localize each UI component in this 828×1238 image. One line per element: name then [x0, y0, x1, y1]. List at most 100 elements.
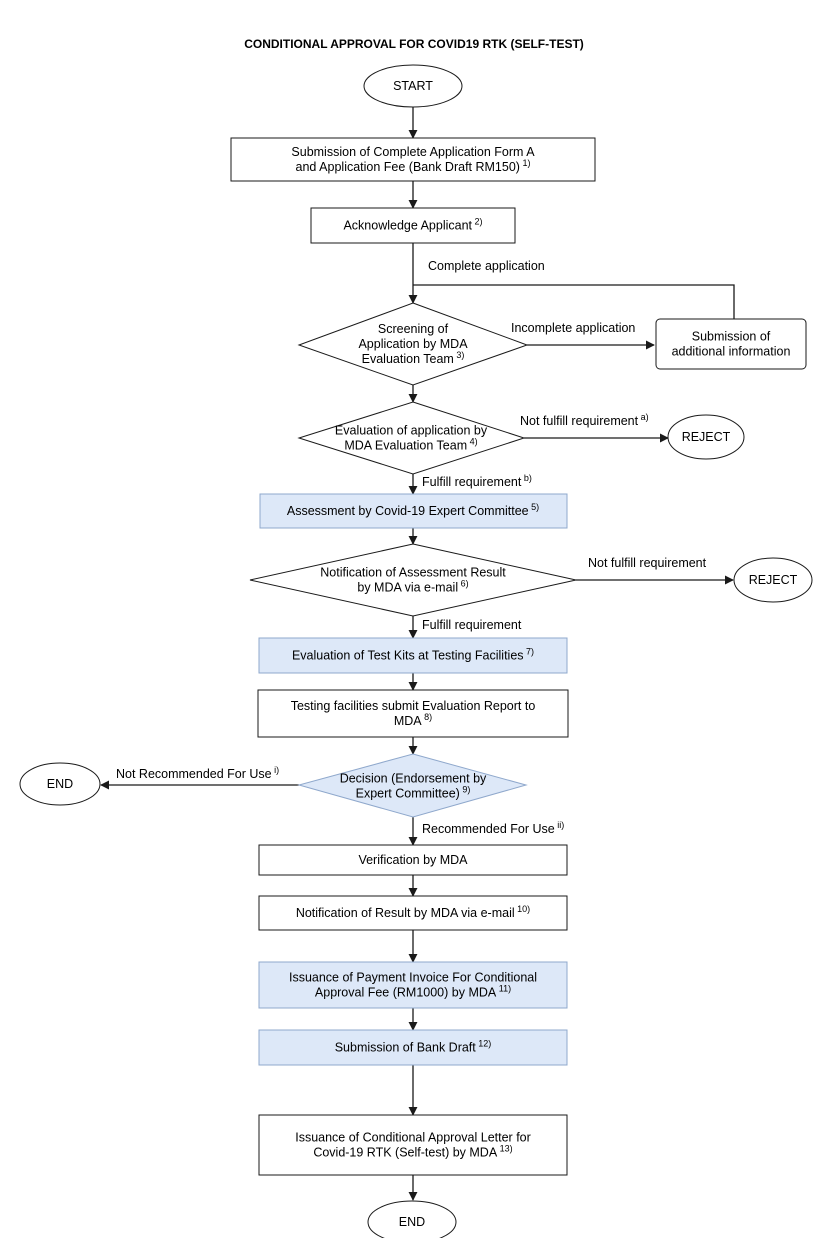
- node-label-line: additional information: [672, 345, 791, 359]
- label-not-fulfill-a: Not fulfill requirement a): [520, 412, 649, 428]
- svg-text:Evaluation of Test Kits at Tes: Evaluation of Test Kits at Testing Facil…: [292, 647, 534, 663]
- label-not-recommended: Not Recommended For Use i): [116, 765, 279, 781]
- footnote-marker: 4): [467, 437, 478, 447]
- footnote-marker: b): [521, 473, 532, 483]
- node-end-2: END: [367, 1200, 457, 1238]
- label-recommended: Recommended For Use ii): [422, 820, 564, 836]
- node-label-line: Testing facilities submit Evaluation Rep…: [291, 699, 536, 713]
- node-reject-2: REJECT: [733, 557, 813, 603]
- footnote-marker: 13): [497, 1144, 513, 1154]
- node-label-line: Covid-19 RTK (Self-test) by MDA: [313, 1146, 498, 1160]
- node-label-line: Application by MDA: [358, 337, 468, 351]
- node-label-line: Submission of Complete Application Form …: [291, 145, 535, 159]
- node-label-line: by MDA via e-mail: [357, 581, 458, 595]
- footnote-marker: 3): [454, 350, 465, 360]
- label-incomplete-application: Incomplete application: [511, 321, 635, 335]
- node-label-line: Decision (Endorsement by: [340, 772, 487, 786]
- node-label-line: Approval Fee (RM1000) by MDA: [315, 986, 497, 1000]
- svg-text:Issuance of Conditional Approv: Issuance of Conditional Approval Letter …: [295, 1131, 531, 1160]
- node-label-line: REJECT: [749, 573, 798, 587]
- edge-additional-loopback: [413, 284, 735, 319]
- node-submission: Submission of Complete Application Form …: [230, 137, 596, 182]
- node-label-line: REJECT: [682, 430, 731, 444]
- node-label-line: START: [393, 79, 433, 93]
- svg-text:Assessment by Covid-19 Expert: Assessment by Covid-19 Expert Committee …: [287, 502, 539, 518]
- footnote-marker: 9): [460, 785, 471, 795]
- node-label-line: Issuance of Payment Invoice For Conditio…: [289, 971, 537, 985]
- node-label-line: MDA: [394, 714, 422, 728]
- diagram-title: CONDITIONAL APPROVAL FOR COVID19 RTK (SE…: [244, 37, 584, 51]
- node-label-line: Evaluation of Test Kits at Testing Facil…: [292, 649, 524, 663]
- svg-text:REJECT: REJECT: [682, 430, 731, 444]
- label-fulfill-b: Fulfill requirement b): [422, 473, 532, 489]
- node-acknowledge: Acknowledge Applicant 2): [310, 207, 516, 244]
- footnote-marker: 6): [458, 579, 469, 589]
- node-label-line: Expert Committee): [356, 787, 460, 801]
- node-label-line: END: [399, 1215, 425, 1229]
- node-label-line: END: [47, 777, 73, 791]
- svg-text:Notification of Result by MDA: Notification of Result by MDA via e-mail…: [296, 904, 530, 920]
- svg-text:Issuance of Payment Invoice Fo: Issuance of Payment Invoice For Conditio…: [289, 971, 537, 1000]
- footnote-marker: 1): [520, 158, 531, 168]
- svg-text:Verification by MDA: Verification by MDA: [358, 853, 468, 867]
- label-complete-application: Complete application: [428, 259, 545, 273]
- node-start: START: [363, 64, 463, 108]
- footnote-marker: 7): [524, 647, 535, 657]
- node-label-line: and Application Fee (Bank Draft RM150): [296, 160, 520, 174]
- node-label-line: Screening of: [378, 322, 449, 336]
- label-not-fulfill-2: Not fulfill requirement: [588, 556, 707, 570]
- svg-text:Acknowledge Applicant 2): Acknowledge Applicant 2): [343, 217, 482, 233]
- node-bank-draft: Submission of Bank Draft 12): [258, 1029, 568, 1066]
- node-label-line: Evaluation Team: [362, 352, 454, 366]
- footnote-marker: 8): [422, 712, 433, 722]
- node-label-line: Verification by MDA: [358, 853, 468, 867]
- node-notification-result: Notification of Result by MDA via e-mail…: [258, 895, 568, 931]
- label-fulfill-2: Fulfill requirement: [422, 618, 522, 632]
- node-label-line: MDA Evaluation Team: [344, 439, 467, 453]
- node-label-line: Submission of: [692, 330, 771, 344]
- node-label-line: Issuance of Conditional Approval Letter …: [295, 1131, 531, 1145]
- svg-text:START: START: [393, 79, 433, 93]
- node-verification: Verification by MDA: [258, 844, 568, 876]
- footnote-marker: 5): [529, 502, 540, 512]
- connectors: [100, 107, 735, 1201]
- node-label-line: Notification of Assessment Result: [320, 566, 506, 580]
- svg-text:END: END: [47, 777, 73, 791]
- node-label-line: Assessment by Covid-19 Expert Committee: [287, 504, 529, 518]
- node-reject-1: REJECT: [667, 414, 745, 460]
- node-approval-letter: Issuance of Conditional Approval Letter …: [258, 1114, 568, 1176]
- node-end-1: END: [19, 762, 101, 806]
- svg-text:END: END: [399, 1215, 425, 1229]
- footnote-marker: 11): [496, 984, 511, 994]
- node-invoice: Issuance of Payment Invoice For Conditio…: [258, 961, 568, 1009]
- node-label-line: Evaluation of application by: [335, 424, 488, 438]
- footnote-marker: 10): [515, 904, 531, 914]
- edge-labels: Complete application Incomplete applicat…: [116, 259, 707, 836]
- footnote-marker: 2): [472, 217, 483, 227]
- node-testing-report: Testing facilities submit Evaluation Rep…: [257, 689, 569, 738]
- node-test-kits: Evaluation of Test Kits at Testing Facil…: [258, 637, 568, 674]
- footnote-marker: i): [272, 765, 280, 775]
- svg-text:Submission of Complete Applica: Submission of Complete Application Form …: [291, 145, 535, 174]
- svg-text:Submission of Bank Draft 12): Submission of Bank Draft 12): [335, 1039, 492, 1055]
- footnote-marker: 12): [476, 1039, 492, 1049]
- footnote-marker: ii): [555, 820, 565, 830]
- svg-text:Testing facilities submit Eval: Testing facilities submit Evaluation Rep…: [291, 699, 536, 728]
- footnote-marker: a): [638, 412, 649, 422]
- node-label-line: Acknowledge Applicant: [343, 219, 472, 233]
- node-label-line: Submission of Bank Draft: [335, 1041, 477, 1055]
- node-assessment: Assessment by Covid-19 Expert Committee …: [259, 493, 568, 529]
- node-label-line: Notification of Result by MDA via e-mail: [296, 906, 515, 920]
- svg-text:REJECT: REJECT: [749, 573, 798, 587]
